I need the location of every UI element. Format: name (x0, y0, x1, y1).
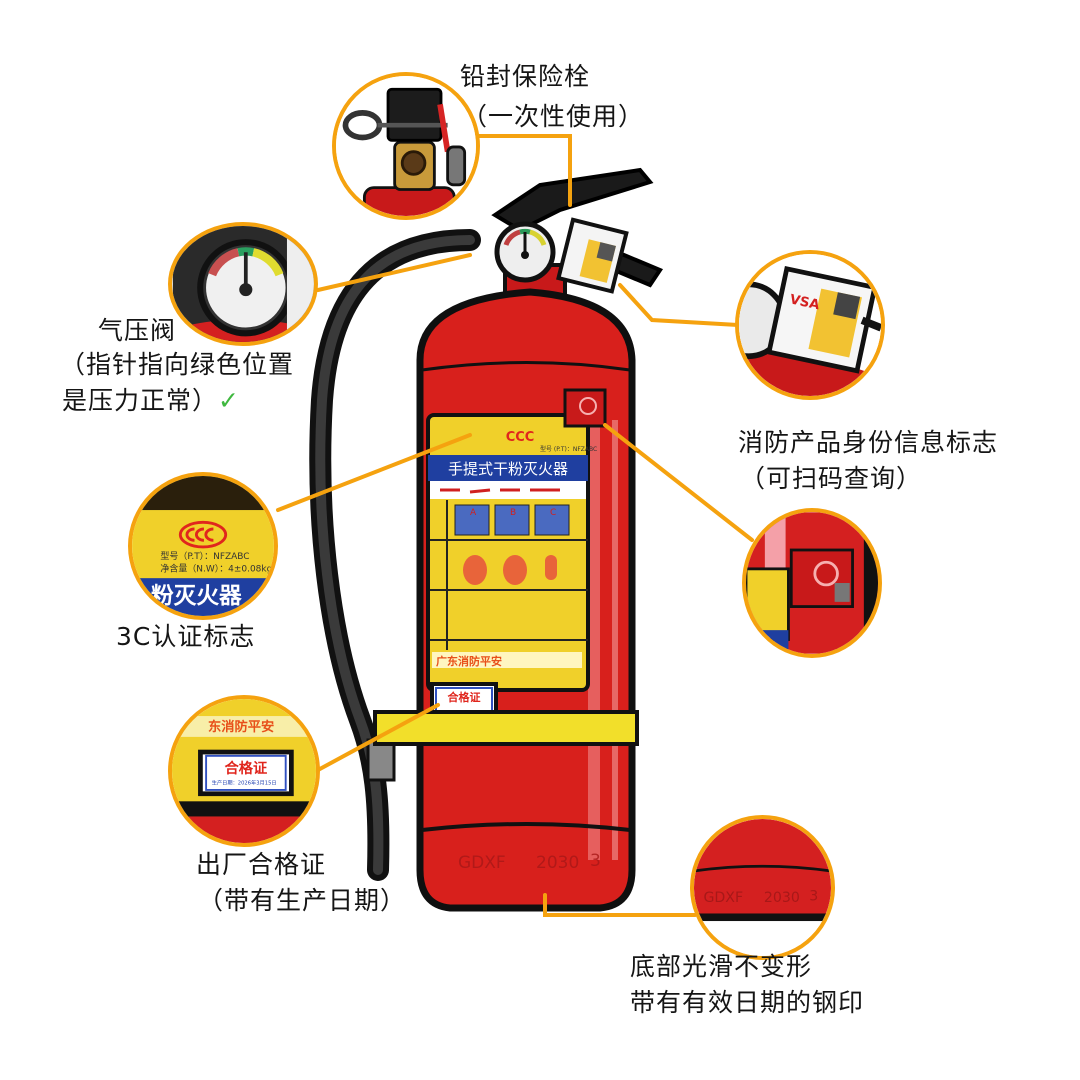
inset-stamp-month: 3 (809, 888, 818, 904)
svg-text:B: B (510, 508, 516, 518)
gauge-icon (172, 226, 314, 342)
base-stamp-code: GDXF (458, 853, 506, 873)
inset-base: GDXF 2030 3 (690, 815, 835, 960)
inset-certificate: 东消防平安 合格证 生产日期：2026年3月15日 (168, 695, 320, 847)
base-stamp-month: 3 (590, 851, 601, 871)
hose-nozzle (366, 738, 396, 782)
callout-certificate-note: （带有生产日期） (198, 886, 407, 915)
base-stamp-year: 2030 (536, 853, 579, 873)
leader-ccc (276, 433, 472, 512)
check-icon: ✓ (218, 386, 240, 415)
callout-ccc-title: 3C认证标志 (116, 622, 256, 651)
inset-stamp-code: GDXF (703, 890, 743, 906)
callout-id-note: （可扫码查询） (740, 464, 923, 493)
callout-id-title: 消防产品身份信息标志 (738, 428, 999, 457)
callout-seal-title: 铅封保险栓 (460, 62, 591, 91)
label-product-name: 手提式干粉灭火器 (448, 460, 568, 478)
callout-base-line-1: 底部光滑不变形 (630, 952, 813, 981)
svg-text:东消防平安: 东消防平安 (208, 718, 274, 735)
inset-pressure-gauge (168, 222, 318, 346)
callout-gauge-note-1: （指针指向绿色位置 (60, 350, 295, 379)
svg-text:C: C (550, 508, 556, 518)
leader-seal (476, 134, 572, 207)
inset-seal-pin (332, 72, 480, 220)
svg-text:粉灭火器: 粉灭火器 (151, 584, 242, 610)
certificate-icon (198, 749, 294, 797)
seal-pin-icon (336, 76, 476, 216)
body-id-sticker (563, 388, 607, 428)
inset-id-tag: VSA (735, 250, 885, 400)
svg-text:型号（P.T）：NFZABC: 型号（P.T）：NFZABC (160, 551, 249, 562)
ccc-mark-icon (178, 520, 228, 549)
callout-gauge-note-2-text: 是压力正常） (62, 386, 219, 415)
label-ccc: CCC (506, 430, 535, 445)
leader-id-sticker (603, 423, 754, 542)
svg-text:VSA: VSA (788, 292, 821, 313)
svg-text:合格证: 合格证 (224, 759, 268, 777)
svg-text:合格证: 合格证 (448, 690, 481, 704)
leader-base (543, 893, 697, 917)
qr-tag-icon: VSA (739, 254, 881, 396)
callout-base-line-2: 带有有效日期的钢印 (630, 988, 865, 1017)
label-maker: 广东消防平安 (436, 654, 502, 668)
callout-certificate-title: 出厂合格证 (196, 850, 327, 879)
svg-text:A: A (470, 508, 477, 518)
leader-certificate (316, 703, 440, 772)
inset-ccc: 型号（P.T）：NFZABC 净含量（N.W）：4±0.08kg 粉灭火器 (128, 472, 278, 620)
callout-gauge-note-2: 是压力正常）✓ (62, 382, 240, 420)
inset-stamp-year: 2030 (764, 890, 800, 906)
svg-text:净含量（N.W）：4±0.08kg: 净含量（N.W）：4±0.08kg (160, 563, 272, 575)
leader-id-tag (618, 283, 740, 327)
id-tag (556, 217, 629, 294)
svg-text:型号 (P.T)：NFZABC: 型号 (P.T)：NFZABC (540, 445, 597, 453)
svg-text:生产日期：2026年3月15日: 生产日期：2026年3月15日 (212, 778, 277, 786)
callout-gauge-title: 气压阀 (98, 316, 177, 345)
callout-seal-note: （一次性使用） (462, 102, 645, 131)
inset-id-sticker (742, 508, 882, 658)
leader-gauge (316, 253, 472, 292)
